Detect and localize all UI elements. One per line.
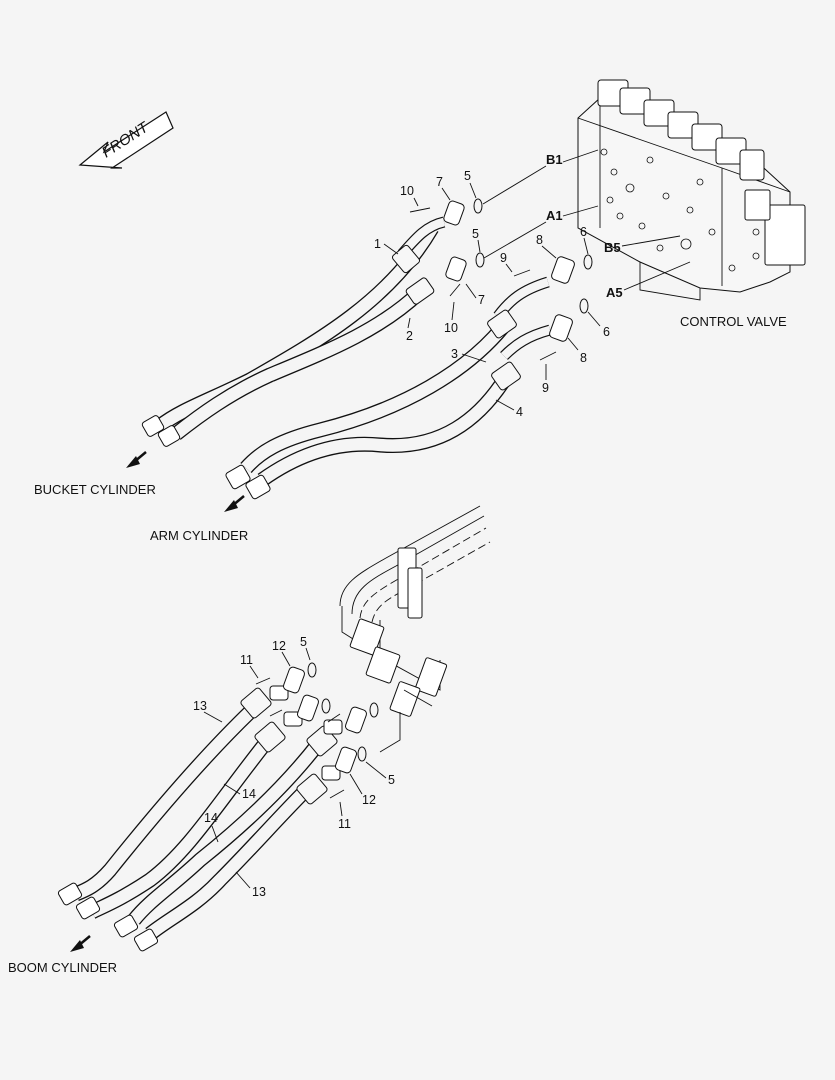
callout-7-upper: 7	[436, 175, 443, 189]
arm-cylinder-arrow-icon	[224, 495, 245, 512]
port-b1-label: B1	[546, 152, 563, 167]
boom-hose-ends	[57, 882, 159, 952]
port-a1-label: A1	[546, 208, 563, 223]
boom-pipe-assembly	[339, 505, 491, 753]
callout-5-upper: 5	[464, 169, 471, 183]
port-b1-leader	[562, 149, 599, 163]
bucket-cylinder-arrow-icon	[126, 451, 147, 468]
callout-6-lower: 6	[603, 325, 610, 339]
control-valve-label: CONTROL VALVE	[680, 314, 787, 329]
callout-1: 1	[374, 237, 381, 251]
callout-10-upper: 10	[400, 184, 414, 198]
callout-8-upper: 8	[536, 233, 543, 247]
top-fittings	[391, 198, 593, 391]
bucket-hoses	[155, 224, 439, 440]
callout-9-lower: 9	[542, 381, 549, 395]
callout-12-upper: 12	[272, 639, 286, 653]
callout-6-upper: 6	[580, 225, 587, 239]
callout-14-upper: 14	[242, 787, 256, 801]
callout-5-boom-lower: 5	[388, 773, 395, 787]
callout-13-lower: 13	[252, 885, 266, 899]
port-a5-leader	[623, 261, 691, 291]
callout-11-lower: 11	[338, 817, 351, 831]
callout-9-upper: 9	[500, 251, 507, 265]
callout-3: 3	[451, 347, 458, 361]
callout-10-lower: 10	[444, 321, 458, 335]
callout-12-lower: 12	[362, 793, 376, 807]
port-a5-label: A5	[606, 285, 623, 300]
control-valve-drawing	[577, 79, 806, 301]
front-arrow-icon: FRONT	[78, 111, 174, 169]
bucket-cylinder-label: BUCKET CYLINDER	[34, 482, 156, 497]
callout-5-boom-upper: 5	[300, 635, 307, 649]
callout-5-lower: 5	[472, 227, 479, 241]
port-b5-label: B5	[604, 240, 621, 255]
boom-fittings	[240, 662, 379, 805]
port-b5-leader	[621, 235, 681, 247]
callout-4: 4	[516, 405, 523, 419]
callout-2: 2	[406, 329, 413, 343]
callout-13-upper: 13	[193, 699, 207, 713]
top-hose-ends	[141, 415, 271, 500]
callout-11-upper: 11	[240, 653, 253, 667]
callout-8-lower: 8	[580, 351, 587, 365]
valve-spool-caps	[597, 79, 765, 181]
arm-cylinder-label: ARM CYLINDER	[150, 528, 248, 543]
callout-14-lower: 14	[204, 811, 218, 825]
boom-cylinder-label: BOOM CYLINDER	[8, 960, 117, 975]
boom-hoses	[73, 704, 324, 940]
port-a1-leader	[562, 205, 599, 217]
arm-hoses	[240, 313, 517, 487]
boom-cylinder-arrow-icon	[70, 935, 91, 952]
callout-7-lower: 7	[478, 293, 485, 307]
